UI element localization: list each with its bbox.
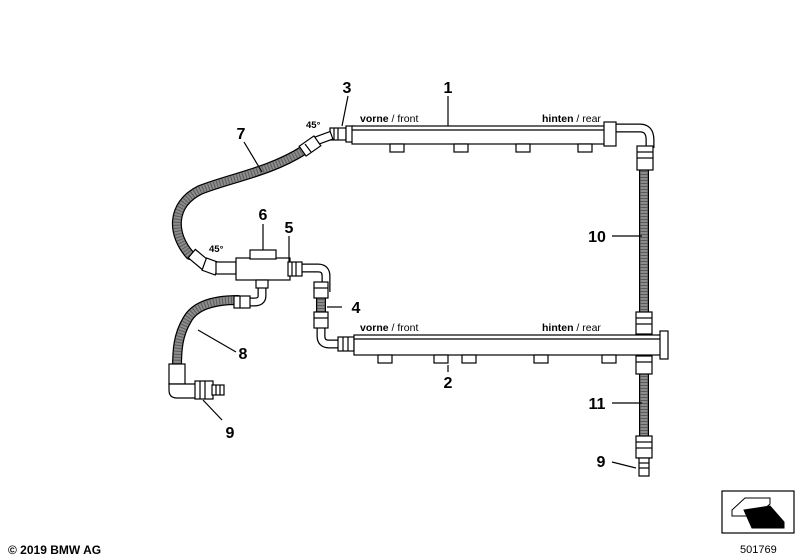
- leader-lines: [197, 95, 642, 469]
- angle-label-left: 45°: [209, 244, 224, 255]
- callout-4: 4: [352, 300, 361, 317]
- pipe-rail-1-rear-elbow: [612, 123, 655, 148]
- navigation-arrow-icon[interactable]: [721, 490, 795, 534]
- fuel-rail-2: [353, 330, 669, 364]
- fitting-hose-10-top: [636, 145, 654, 171]
- fuel-rail-1: [351, 121, 617, 153]
- hose-8: [172, 295, 243, 373]
- fitting-hose-8-top: [233, 295, 251, 309]
- callout-6: 6: [259, 207, 268, 224]
- callout-3: 3: [343, 80, 352, 97]
- connector-9-left: [194, 380, 225, 400]
- callout-1: 1: [444, 80, 453, 97]
- pipe-hose-4-to-rail-2: [316, 320, 342, 349]
- callout-11: 11: [589, 396, 606, 413]
- part-number: 501769: [740, 544, 777, 556]
- fitting-hose-11-top: [635, 355, 653, 375]
- callout-7: 7: [237, 126, 246, 143]
- pipe-distributor-to-hose-8: [246, 282, 267, 307]
- callout-10: 10: [588, 229, 606, 246]
- fitting-hose-10-bottom: [635, 311, 653, 335]
- copyright-text: © 2019 BMW AG: [8, 543, 101, 557]
- fitting-hose-4-top: [313, 281, 329, 299]
- callout-5: 5: [285, 220, 294, 237]
- fitting-rail-2-front: [337, 336, 355, 352]
- distributor-block: [235, 243, 303, 289]
- angle-label-top: 45°: [306, 120, 321, 131]
- fitting-hose-4-bottom: [313, 311, 329, 329]
- callout-8: 8: [239, 346, 248, 363]
- callout-9-right: 9: [597, 454, 606, 471]
- fitting-3: [314, 125, 355, 146]
- hose-7: [172, 145, 309, 260]
- connector-9-right: [635, 435, 653, 477]
- rail-1-rear-label: hinten / rear: [542, 113, 601, 125]
- callout-2: 2: [444, 375, 453, 392]
- fitting-hose-7-bottom: [187, 248, 237, 276]
- rail-1-front-label: vorne / front: [360, 113, 418, 125]
- callout-9-left: 9: [226, 425, 235, 442]
- fitting-hose-7-top-elbow: [298, 135, 322, 157]
- fitting-hose-8-bottom: [168, 363, 197, 399]
- rail-2-front-label: vorne / front: [360, 322, 418, 334]
- pipe-distributor-to-hose-4: [300, 263, 331, 292]
- rail-2-rear-label: hinten / rear: [542, 322, 601, 334]
